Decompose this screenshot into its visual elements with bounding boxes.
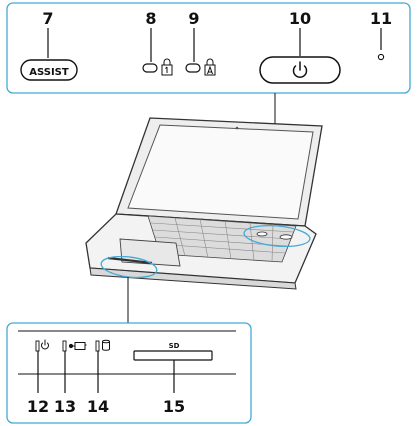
callout-13: 13	[54, 397, 76, 416]
callout-10: 10	[289, 9, 311, 28]
charge-indicator-light	[62, 340, 67, 352]
power-indicator-light	[35, 340, 40, 352]
webcam	[235, 126, 239, 130]
caps-lock-indicator-light	[185, 63, 201, 73]
laptop-screen	[127, 124, 314, 220]
callout-9: 9	[188, 9, 199, 28]
callout-7: 7	[42, 9, 53, 28]
num-lock-indicator-light	[142, 63, 158, 73]
caps-lock-icon	[204, 58, 216, 76]
power-button[interactable]	[259, 56, 341, 84]
bottom-detail-panel	[6, 322, 252, 424]
sd-card-slot[interactable]	[133, 350, 213, 361]
top-panel-highlight	[243, 224, 311, 248]
charge-indicator-icon	[68, 342, 87, 350]
disk-drive-indicator-icon	[102, 339, 110, 351]
sd-slot-label: SD	[169, 342, 180, 350]
laptop-touchpad	[119, 238, 181, 267]
callout-11: 11	[370, 9, 392, 28]
power-indicator-icon	[41, 339, 49, 350]
num-lock-icon	[161, 58, 173, 76]
power-icon	[292, 61, 308, 78]
callout-8: 8	[145, 9, 156, 28]
callout-12: 12	[27, 397, 49, 416]
front-edge-highlight	[100, 255, 158, 279]
disk-drive-indicator-light	[95, 340, 100, 352]
assist-button-label: ASSIST	[29, 67, 69, 78]
callout-14: 14	[87, 397, 109, 416]
callout-15: 15	[163, 397, 185, 416]
assist-button[interactable]: ASSIST	[20, 59, 78, 81]
microphone-hole	[377, 53, 385, 61]
laptop-illustration	[85, 117, 323, 290]
